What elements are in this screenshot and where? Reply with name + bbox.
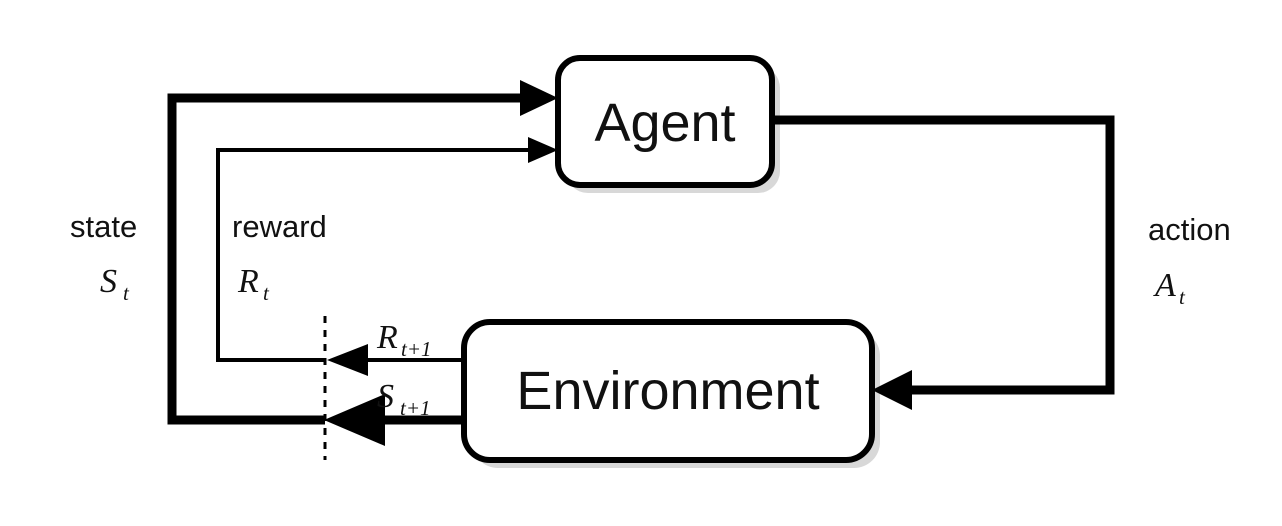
- edge-reward-to-agent: [216, 137, 558, 362]
- action-word-label: action: [1148, 212, 1231, 247]
- state-edge-line: [167, 93, 540, 425]
- reward-edge-line: [216, 148, 545, 362]
- label-next-state: S t+1: [377, 378, 431, 420]
- label-state: state S t: [70, 209, 137, 305]
- reward-word-label: reward: [232, 209, 327, 244]
- action-symbol-label: A: [1153, 267, 1176, 304]
- env-reward-arrowhead: [327, 344, 368, 376]
- node-environment[interactable]: Environment: [461, 319, 875, 463]
- next-state-subscript-label: t+1: [400, 396, 431, 420]
- env-state-arrowhead: [324, 394, 385, 446]
- action-subscript-label: t: [1179, 285, 1186, 309]
- agent-label: Agent: [594, 93, 735, 153]
- reward-symbol-label: R: [237, 263, 259, 300]
- edge-state-to-agent: [167, 80, 558, 425]
- state-symbol-label: S: [100, 263, 117, 300]
- agent-box[interactable]: [555, 55, 775, 188]
- state-word-label: state: [70, 209, 137, 244]
- next-state-symbol-label: S: [377, 378, 394, 415]
- environment-box[interactable]: [461, 319, 875, 463]
- label-next-reward: R t+1: [376, 319, 432, 361]
- reward-subscript-label: t: [263, 281, 270, 305]
- state-subscript-label: t: [123, 281, 130, 305]
- edge-env-state-out: [324, 394, 464, 446]
- edge-env-reward-out: [327, 344, 464, 376]
- action-edge-line: [772, 115, 1115, 395]
- environment-label: Environment: [516, 361, 819, 421]
- node-agent[interactable]: Agent: [555, 55, 775, 188]
- label-reward: reward R t: [232, 209, 327, 305]
- reward-edge-arrowhead: [528, 137, 558, 163]
- state-edge-arrowhead: [520, 80, 558, 116]
- label-action: action A t: [1148, 212, 1231, 309]
- next-reward-subscript-label: t+1: [401, 337, 432, 361]
- next-reward-symbol-label: R: [376, 319, 398, 356]
- action-edge-arrowhead: [872, 370, 912, 410]
- edge-action-to-environment: [772, 115, 1115, 410]
